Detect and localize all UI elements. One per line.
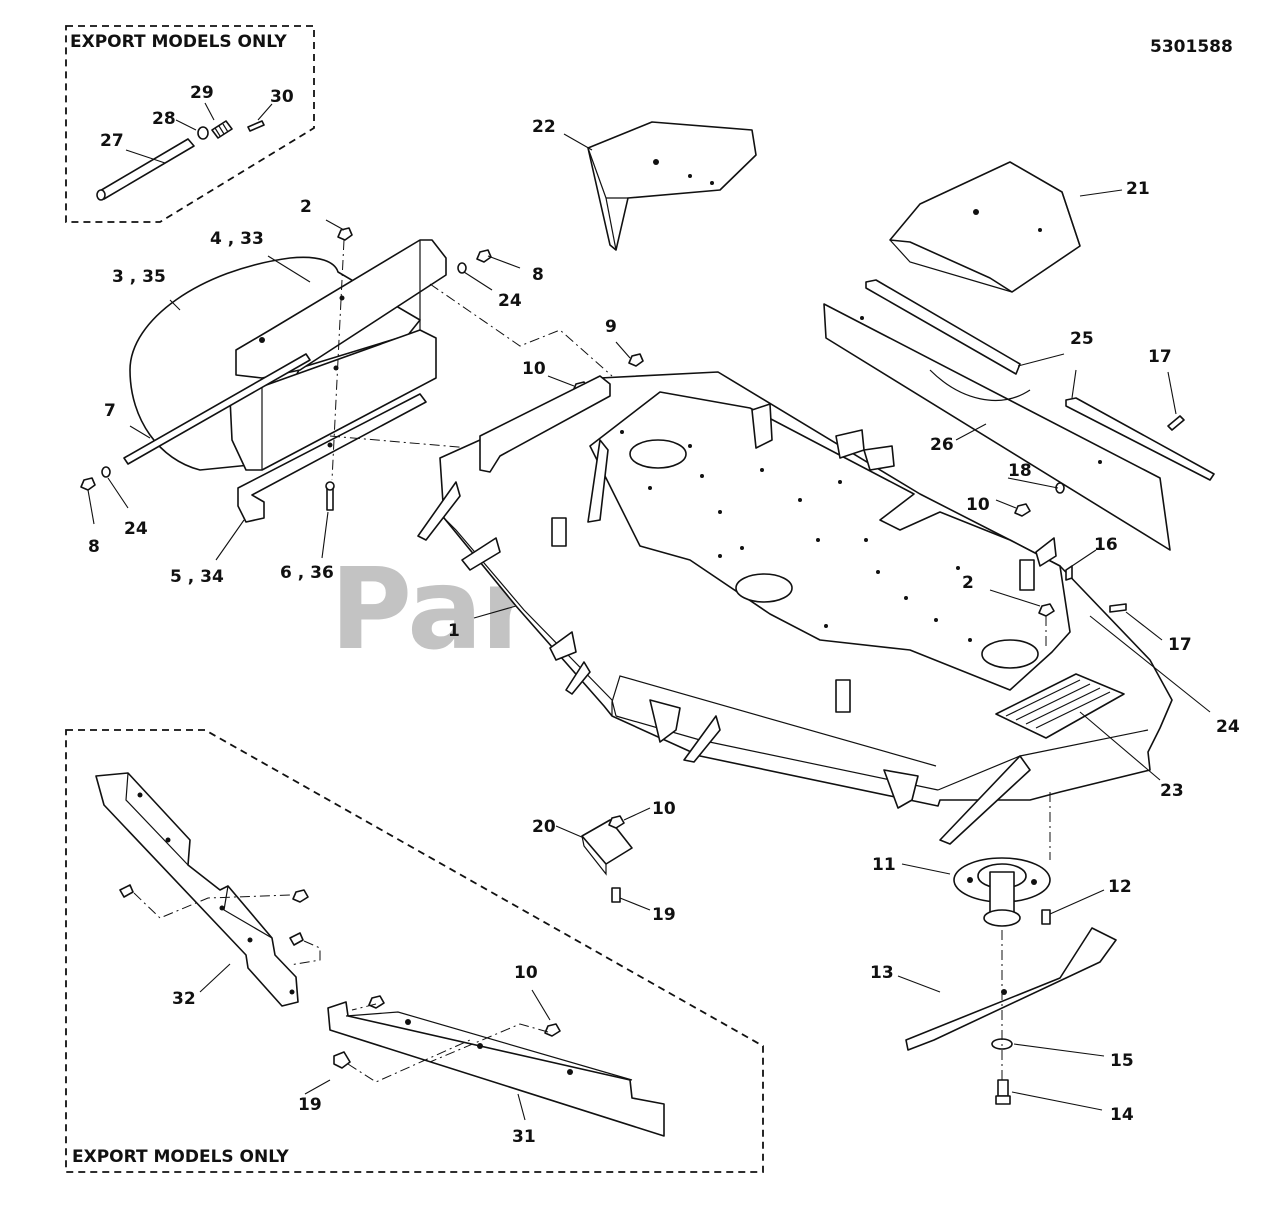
hardware-right [1055, 415, 1185, 613]
export-box-bottom-title: EXPORT MODELS ONLY [72, 1147, 289, 1167]
part-13-blade[interactable] [905, 927, 1117, 1051]
callout-21[interactable]: 21 [1126, 179, 1150, 199]
part-25-strip[interactable] [865, 279, 1215, 481]
part-30-pin[interactable] [247, 120, 265, 132]
callout-10[interactable]: 10 [514, 963, 538, 983]
callout-17[interactable]: 17 [1148, 347, 1172, 367]
callout-2[interactable]: 2 [300, 197, 312, 217]
callout-6-36[interactable]: 6 , 36 [280, 563, 334, 583]
part-12-bolt[interactable] [1041, 909, 1051, 925]
export-hardware [119, 884, 561, 1083]
callout-27[interactable]: 27 [100, 131, 124, 151]
callout-29[interactable]: 29 [190, 83, 214, 103]
callout-19[interactable]: 19 [298, 1095, 322, 1115]
part-21-baffle[interactable] [889, 161, 1081, 293]
part-27-rod[interactable] [96, 138, 195, 201]
callout-14[interactable]: 14 [1110, 1105, 1134, 1125]
callout-18[interactable]: 18 [1008, 461, 1032, 481]
diagram-number: 5301588 [1150, 37, 1233, 57]
deck-holes [620, 430, 972, 642]
part-11-spindle[interactable] [953, 857, 1051, 927]
export-box-bottom: EXPORT MODELS ONLY [65, 729, 764, 1173]
callouts: 1 2 2 3 , 35 4 , 33 5 , 34 6 , 36 7 8 8 … [88, 83, 1240, 1147]
callout-28[interactable]: 28 [152, 109, 176, 129]
callout-17[interactable]: 17 [1168, 635, 1192, 655]
part-5-bracket[interactable] [237, 393, 427, 523]
part-20-bracket[interactable] [581, 815, 633, 903]
part-29-spring[interactable] [211, 120, 233, 139]
callout-7[interactable]: 7 [104, 401, 116, 421]
callout-19[interactable]: 19 [652, 905, 676, 925]
part-22-baffle[interactable] [587, 121, 757, 251]
callout-16[interactable]: 16 [1094, 535, 1118, 555]
callout-24[interactable]: 24 [498, 291, 522, 311]
part-26-strip[interactable] [823, 303, 1171, 551]
callout-1[interactable]: 1 [448, 621, 460, 641]
part-1-deck[interactable] [417, 353, 1173, 860]
export-box-top-title: EXPORT MODELS ONLY [70, 32, 287, 52]
callout-22[interactable]: 22 [532, 117, 556, 137]
callout-30[interactable]: 30 [270, 87, 294, 107]
callout-10[interactable]: 10 [652, 799, 676, 819]
callout-26[interactable]: 26 [930, 435, 954, 455]
callout-25[interactable]: 25 [1070, 329, 1094, 349]
callout-10[interactable]: 10 [966, 495, 990, 515]
callout-5-34[interactable]: 5 , 34 [170, 567, 224, 587]
export-box-top: EXPORT MODELS ONLY [65, 25, 315, 223]
callout-8[interactable]: 8 [88, 537, 100, 557]
cover-hardware [80, 227, 613, 491]
callout-31[interactable]: 31 [512, 1127, 536, 1147]
callout-24[interactable]: 24 [124, 519, 148, 539]
callout-32[interactable]: 32 [172, 989, 196, 1009]
callout-4-33[interactable]: 4 , 33 [210, 229, 264, 249]
callout-8[interactable]: 8 [532, 265, 544, 285]
part-23-plate[interactable] [995, 673, 1125, 739]
callout-10[interactable]: 10 [522, 359, 546, 379]
callout-9[interactable]: 9 [605, 317, 617, 337]
leader-lines [87, 133, 1211, 1111]
callout-24[interactable]: 24 [1216, 717, 1240, 737]
part-7-rod[interactable] [123, 353, 311, 465]
callout-23[interactable]: 23 [1160, 781, 1184, 801]
callout-3-35[interactable]: 3 , 35 [112, 267, 166, 287]
part-31-bar[interactable] [327, 1001, 665, 1137]
callout-20[interactable]: 20 [532, 817, 556, 837]
callout-2[interactable]: 2 [962, 573, 974, 593]
part-6-bolt[interactable] [325, 481, 335, 511]
part-32-bracket[interactable] [95, 772, 299, 1007]
part-14-bolt[interactable] [995, 1079, 1011, 1105]
callout-11[interactable]: 11 [872, 855, 896, 875]
part-10-rail[interactable] [479, 375, 611, 473]
callout-12[interactable]: 12 [1108, 877, 1132, 897]
callout-15[interactable]: 15 [1110, 1051, 1134, 1071]
part-28-washer[interactable] [197, 126, 209, 140]
callout-13[interactable]: 13 [870, 963, 894, 983]
